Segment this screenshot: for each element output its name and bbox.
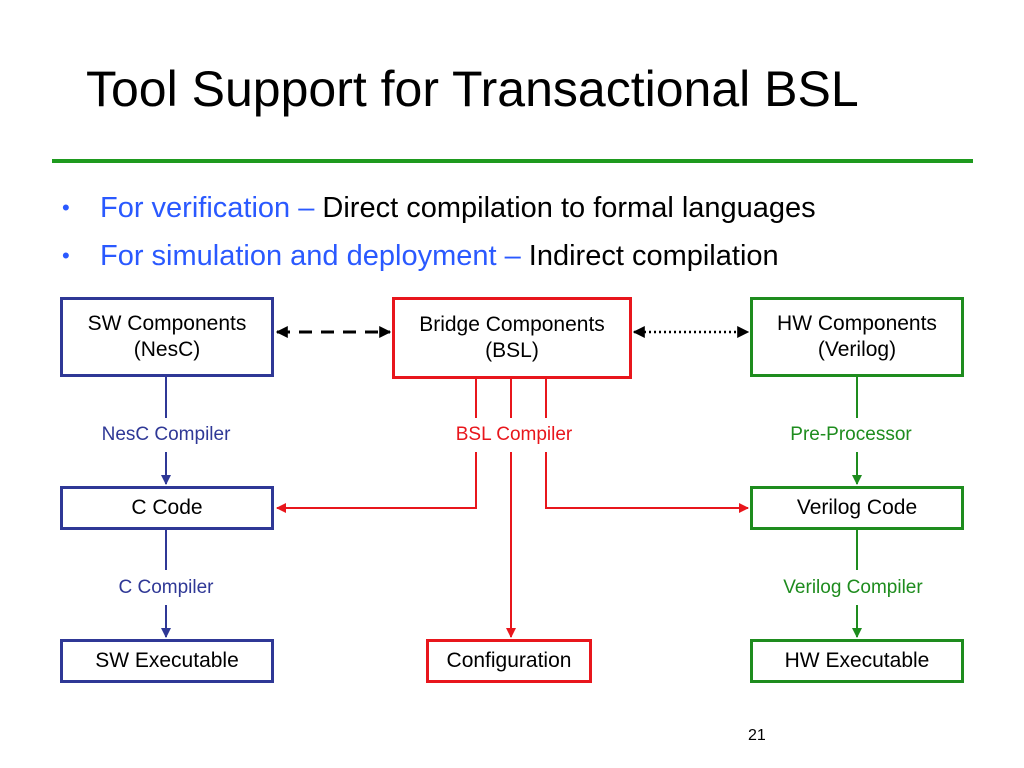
hw-executable-box: HW Executable	[750, 639, 964, 683]
verilog-code-box: Verilog Code	[750, 486, 964, 530]
bsl-to-c-code-arrow	[276, 452, 477, 513]
bullet-rest: Indirect compilation	[528, 240, 779, 272]
sw-components-label: SW Components	[87, 312, 247, 335]
sw-executable-label: SW Executable	[95, 649, 239, 672]
bridge-components-box: Bridge Components (BSL)	[392, 297, 632, 379]
bullet-rest: Direct compilation to formal languages	[322, 192, 816, 224]
c-code-label: C Code	[131, 496, 203, 519]
bsl-compiler-label: BSL Compiler	[455, 424, 573, 445]
verilog-compiler-label: Verilog Compiler	[783, 577, 923, 598]
bullet-lead: For verification –	[100, 192, 315, 224]
c-compiler-label: C Compiler	[118, 577, 214, 598]
page-number: 21	[748, 727, 766, 744]
sw-executable-box: SW Executable	[60, 639, 274, 683]
configuration-box: Configuration	[426, 639, 592, 683]
slide-title: Tool Support for Transactional BSL	[86, 61, 859, 117]
c-code-box: C Code	[60, 486, 274, 530]
bullet-marker: •	[62, 195, 70, 220]
configuration-label: Configuration	[446, 649, 572, 672]
pre-processor-label: Pre-Processor	[790, 424, 912, 445]
bridge-components-language: (BSL)	[485, 339, 539, 362]
hw-components-language: (Verilog)	[817, 338, 897, 361]
bsl-to-verilog-code-arrow	[545, 452, 749, 513]
hw-components-box: HW Components (Verilog)	[750, 297, 964, 377]
bullet-text: For verification – Direct compilation to…	[100, 190, 816, 226]
verilog-code-label: Verilog Code	[796, 496, 918, 519]
bullet-text: For simulation and deployment – Indirect…	[100, 238, 779, 274]
bridge-components-label: Bridge Components	[419, 313, 605, 336]
sw-components-box: SW Components (NesC)	[60, 297, 274, 377]
hw-components-label: HW Components	[777, 312, 937, 335]
hw-executable-label: HW Executable	[784, 649, 930, 672]
title-divider	[52, 159, 973, 163]
nesc-compiler-label: NesC Compiler	[101, 424, 231, 445]
bullet-lead: For simulation and deployment –	[100, 240, 521, 272]
bullet-marker: •	[62, 243, 70, 268]
sw-components-language: (NesC)	[133, 338, 201, 361]
